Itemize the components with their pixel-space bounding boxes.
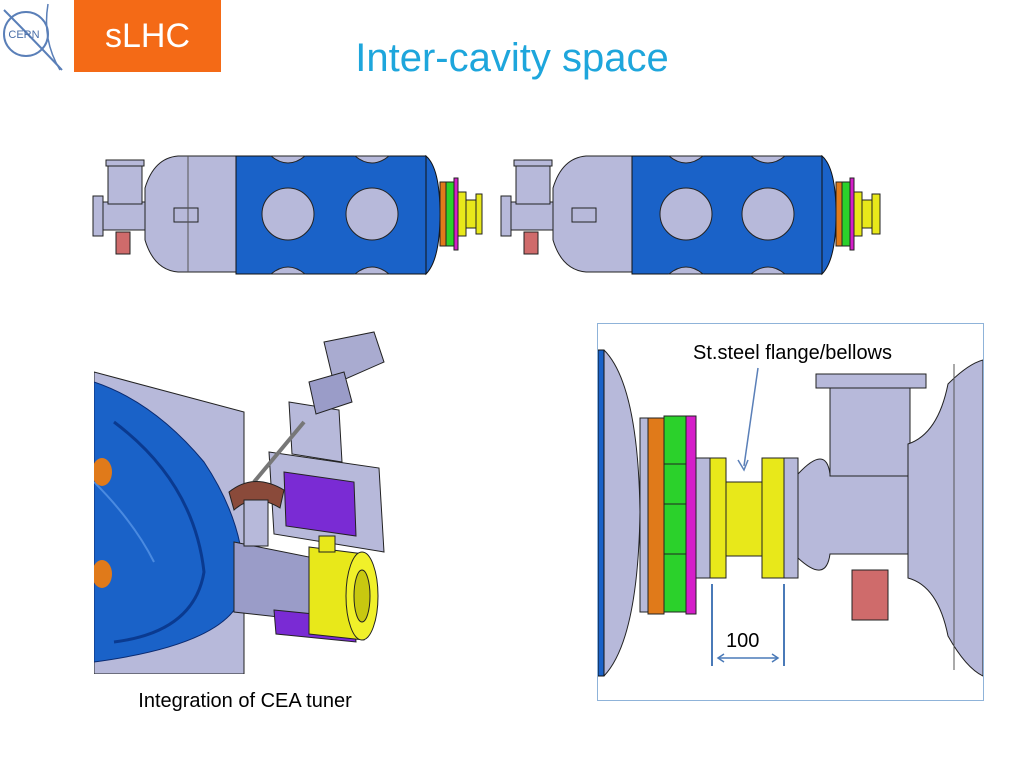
cern-logo-text: CERN (8, 29, 39, 41)
dimension-label: 100 (726, 630, 760, 652)
cavity-assembly-image (92, 154, 881, 276)
cea-tuner-image (94, 331, 385, 674)
cern-logo: CERN (0, 0, 74, 72)
cavity-unit-left (92, 154, 483, 276)
slhc-badge: sLHC (74, 0, 221, 72)
tuner-caption: Integration of CEA tuner (138, 690, 352, 712)
intercavity-detail-image (598, 349, 983, 677)
intercavity-detail-panel: St.steel flange/bellows 100 (597, 323, 984, 701)
cavity-unit-right (500, 154, 881, 276)
slide-title: Inter-cavity space (355, 36, 669, 80)
flange-bellows-callout: St.steel flange/bellows (693, 342, 893, 364)
